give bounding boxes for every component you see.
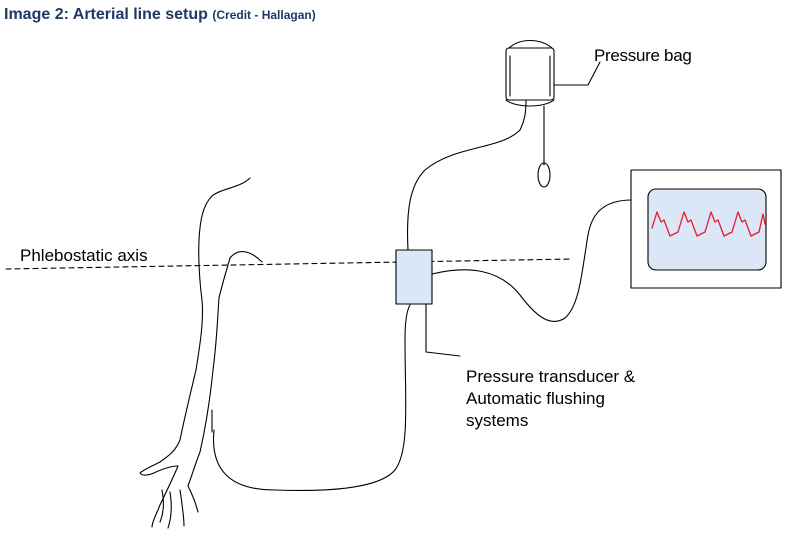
transducer-label-line3: systems bbox=[466, 411, 529, 430]
phlebostatic-axis-line bbox=[5, 258, 573, 270]
flush-tubing bbox=[407, 99, 527, 251]
pressure-bag-label: Pressure bag bbox=[594, 46, 692, 65]
monitor bbox=[630, 169, 782, 289]
transducer-label-line1: Pressure transducer & bbox=[466, 367, 636, 386]
patient-arm-outline bbox=[139, 177, 263, 529]
transducer-leader-line bbox=[425, 303, 461, 357]
monitor-cable bbox=[431, 199, 633, 322]
transducer-label-line2: Automatic flushing bbox=[466, 389, 605, 408]
phlebostatic-axis-label: Phlebostatic axis bbox=[20, 246, 148, 265]
figure-title: Image 2: Arterial line setup (Credit - H… bbox=[4, 6, 316, 24]
figure-title-main: Image 2: Arterial line setup bbox=[4, 6, 208, 23]
arterial-waveform bbox=[651, 211, 766, 237]
pressure-transducer-box bbox=[395, 249, 433, 305]
pressure-bag bbox=[505, 39, 601, 188]
figure-credit: (Credit - Hallagan) bbox=[212, 8, 316, 22]
arterial-tubing bbox=[212, 304, 411, 492]
